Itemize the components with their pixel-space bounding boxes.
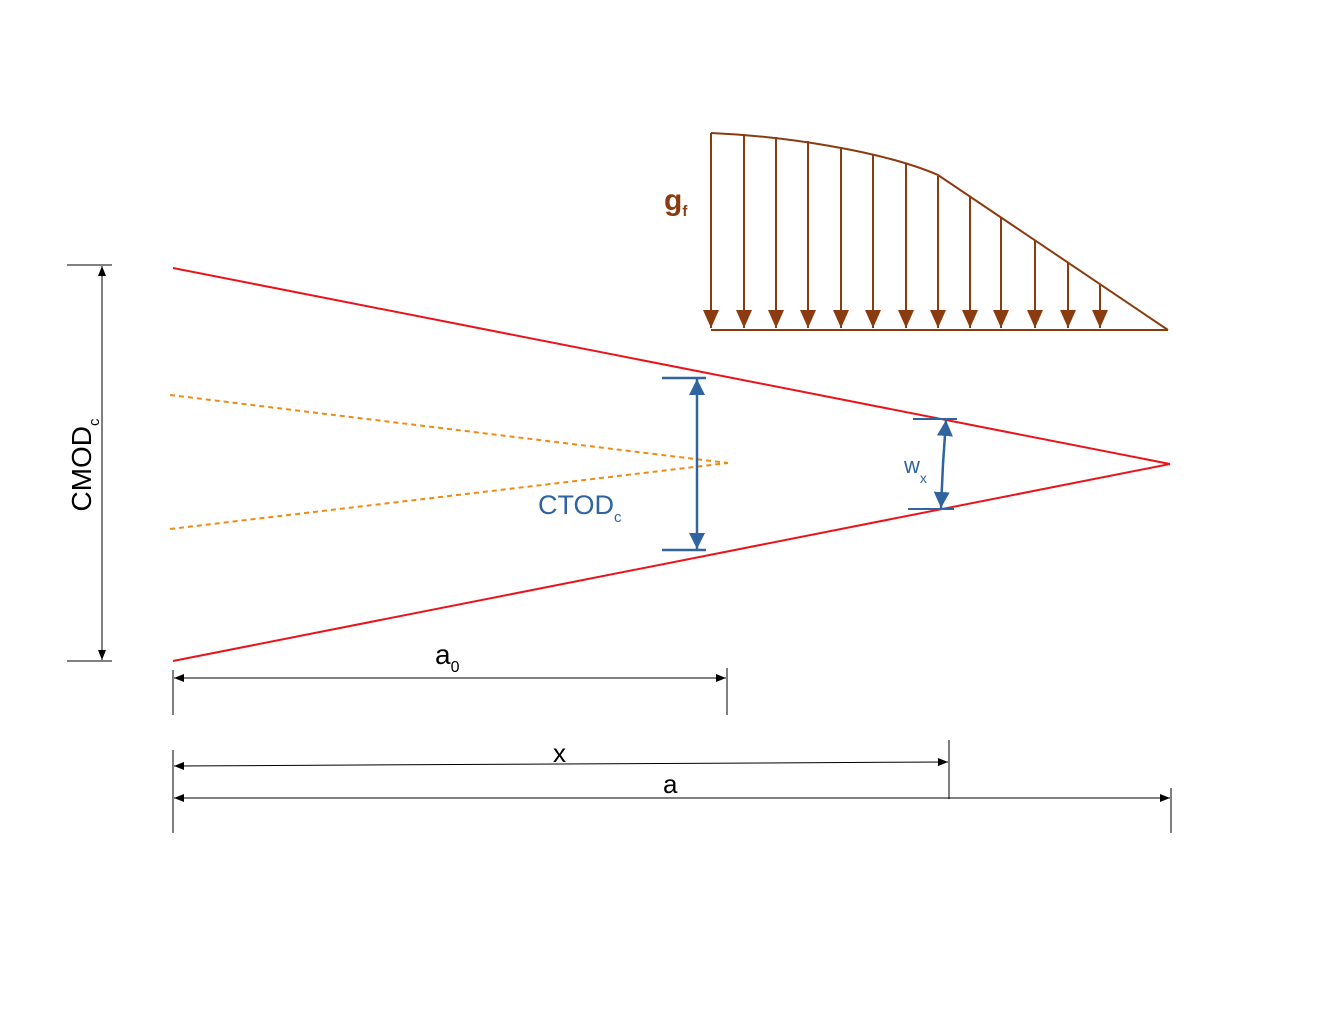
wx-arrow-up <box>936 419 953 465</box>
cmod-dimension: CMODc <box>66 264 112 662</box>
a-label: a <box>663 769 678 799</box>
cmod-label: CMODc <box>66 418 103 512</box>
x-arrow-left <box>173 761 561 770</box>
ctod-label: CTODc <box>538 490 622 526</box>
gf-label: gf <box>664 184 688 220</box>
stress-envelope-curve <box>710 132 1169 331</box>
lower-crack-face <box>172 463 1171 662</box>
x-arrow-right <box>559 758 949 767</box>
x-label: x <box>553 738 566 768</box>
wx-dimension: wx <box>903 418 957 510</box>
initial-crack-upper <box>169 394 729 464</box>
crack-faces <box>172 267 1171 662</box>
upper-crack-face <box>172 267 1171 465</box>
initial-crack <box>169 394 729 530</box>
a0-dimension: a0 <box>172 639 728 715</box>
wx-label: wx <box>903 453 927 486</box>
wx-arrow-down <box>933 463 950 509</box>
initial-crack-lower <box>169 462 729 530</box>
x-a-dimensions: x a <box>172 738 1172 833</box>
cohesive-stress-distribution: gf <box>664 132 1169 331</box>
a0-label: a0 <box>435 639 460 676</box>
ctod-dimension: CTODc <box>538 376 706 552</box>
